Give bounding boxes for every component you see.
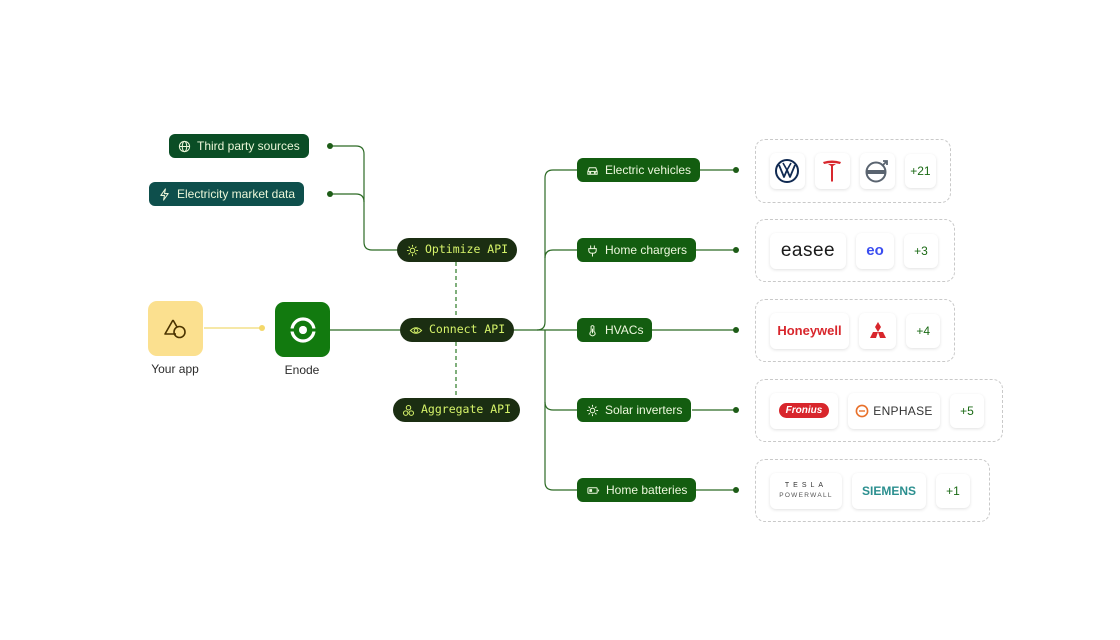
api-label: Aggregate API [421,402,512,417]
easee-logo: easee [770,232,846,269]
app-logo-icon [163,319,186,338]
honeywell-logo: Honeywell [770,312,849,349]
thermometer-icon [589,324,596,336]
volkswagen-logo [770,153,805,189]
your-app-label: Your app [151,362,199,376]
battery-brands-count: +1 [936,474,970,508]
volvo-logo [859,153,895,189]
enphase-logo: ENPHASE [848,392,940,429]
enode-logo-icon [288,316,317,343]
sun-icon [586,404,599,416]
api-label: Connect API [429,322,506,337]
eye-icon [409,326,423,334]
hvac-brands-group: Honeywell +4 [755,299,955,362]
ev-brands-count: +21 [905,154,936,188]
battery-brands-group: TESLA POWERWALL SIEMENS +1 [755,459,990,522]
globe-icon [178,140,191,152]
enphase-wordmark: ENPHASE [873,403,933,418]
optimize-api-pill: Optimize API [397,238,518,262]
device-label: Solar inverters [605,403,683,417]
device-home-chargers: Home chargers [577,238,697,262]
device-solar-inverters: Solar inverters [577,398,692,422]
your-app-node [148,301,203,356]
api-label: Optimize API [425,242,509,257]
connect-api-pill: Connect API [400,318,515,342]
device-label: Home chargers [605,243,688,257]
lightning-icon [160,187,169,201]
plug-icon [588,244,597,257]
enphase-mark-icon [855,404,869,417]
charger-brands-group: easee eo +3 [755,219,955,282]
eo-logo: eo [856,232,894,269]
fronius-logo: Fronius [770,392,838,429]
solar-brands-group: Fronius ENPHASE +5 [755,379,1003,442]
source-label: Electricity market data [177,187,296,201]
device-label: HVACs [605,323,644,337]
aggregate-api-pill: Aggregate API [393,398,521,422]
fronius-wordmark: Fronius [778,403,830,418]
charger-brands-count: +3 [904,234,938,268]
powerwall-wordmark: POWERWALL [779,492,833,499]
source-third-party: Third party sources [169,134,309,158]
source-electricity-market: Electricity market data [149,182,305,206]
ev-brands-group: +21 [755,139,951,203]
tesla-logo [814,153,850,189]
enode-label: Enode [284,363,320,377]
tesla-wordmark: TESLA [784,482,828,489]
solar-brands-count: +5 [950,394,984,428]
device-label: Electric vehicles [605,163,692,177]
device-hvacs: HVACs [577,318,653,342]
battery-icon [587,486,600,494]
device-home-batteries: Home batteries [577,478,697,502]
siemens-logo: SIEMENS [852,472,926,509]
tesla-powerwall-logo: TESLA POWERWALL [770,472,842,509]
mitsubishi-logo [858,312,897,349]
cluster-icon [402,404,415,416]
device-electric-vehicles: Electric vehicles [577,158,701,182]
sun-icon [406,244,419,256]
car-icon [587,166,598,175]
enode-node [275,302,330,357]
source-label: Third party sources [197,139,300,153]
device-label: Home batteries [606,483,688,497]
hvac-brands-count: +4 [906,314,940,348]
